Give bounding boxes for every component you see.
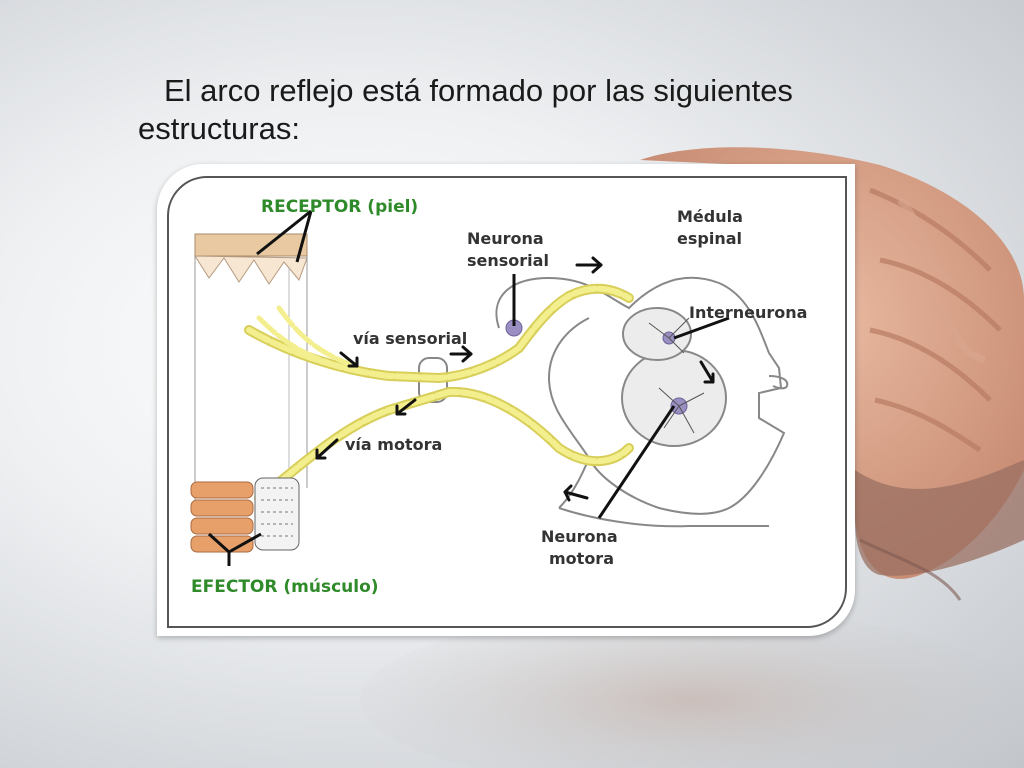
skin-block: [194, 233, 308, 508]
arrow-icon: [339, 351, 359, 368]
arrow-icon: [575, 256, 603, 274]
label-medula-2: espinal: [677, 229, 742, 248]
sensory-nerve-fill: [246, 285, 632, 382]
arrow-icon: [449, 345, 473, 363]
label-via-sensorial: vía sensorial: [353, 329, 467, 348]
title-line-2: estructuras:: [138, 111, 300, 146]
slide-title: El arco reflejo está formado por las sig…: [138, 72, 898, 148]
label-via-motora: vía motora: [345, 435, 442, 454]
label-medula-1: Médula: [677, 207, 743, 226]
spinal-cord: [418, 276, 789, 528]
label-neurona-sensorial-1: Neurona: [467, 229, 544, 248]
arrow-icon: [563, 484, 589, 502]
diagram-frame: RECEPTOR (piel) Neurona sensorial Médula…: [167, 176, 847, 628]
arrow-icon: [699, 360, 715, 384]
arrow-icon: [395, 398, 417, 416]
interneuron-body: [648, 317, 690, 354]
label-receptor: RECEPTOR (piel): [261, 197, 418, 217]
muscle-block: [190, 477, 300, 553]
receptor-pointer: [256, 209, 313, 263]
arrow-icon: [315, 438, 339, 460]
motor-neuron-body: [658, 387, 705, 434]
title-line-1: El arco reflejo está formado por las sig…: [164, 73, 793, 108]
diagram-panel: RECEPTOR (piel) Neurona sensorial Médula…: [157, 164, 855, 636]
label-efector: EFECTOR (músculo): [191, 577, 379, 597]
motor-nerve: [254, 386, 634, 503]
reflex-arc-diagram: RECEPTOR (piel) Neurona sensorial Médula…: [190, 197, 807, 597]
pointer-lines: [512, 274, 730, 519]
direction-arrows: [315, 256, 715, 502]
label-interneurona: Interneurona: [689, 303, 807, 322]
label-neurona-motora-2: motora: [549, 549, 614, 568]
label-neurona-motora-1: Neurona: [541, 527, 618, 546]
effector-pointer: [207, 532, 262, 566]
motor-nerve-fill: [256, 388, 632, 501]
label-neurona-sensorial-2: sensorial: [467, 251, 549, 270]
